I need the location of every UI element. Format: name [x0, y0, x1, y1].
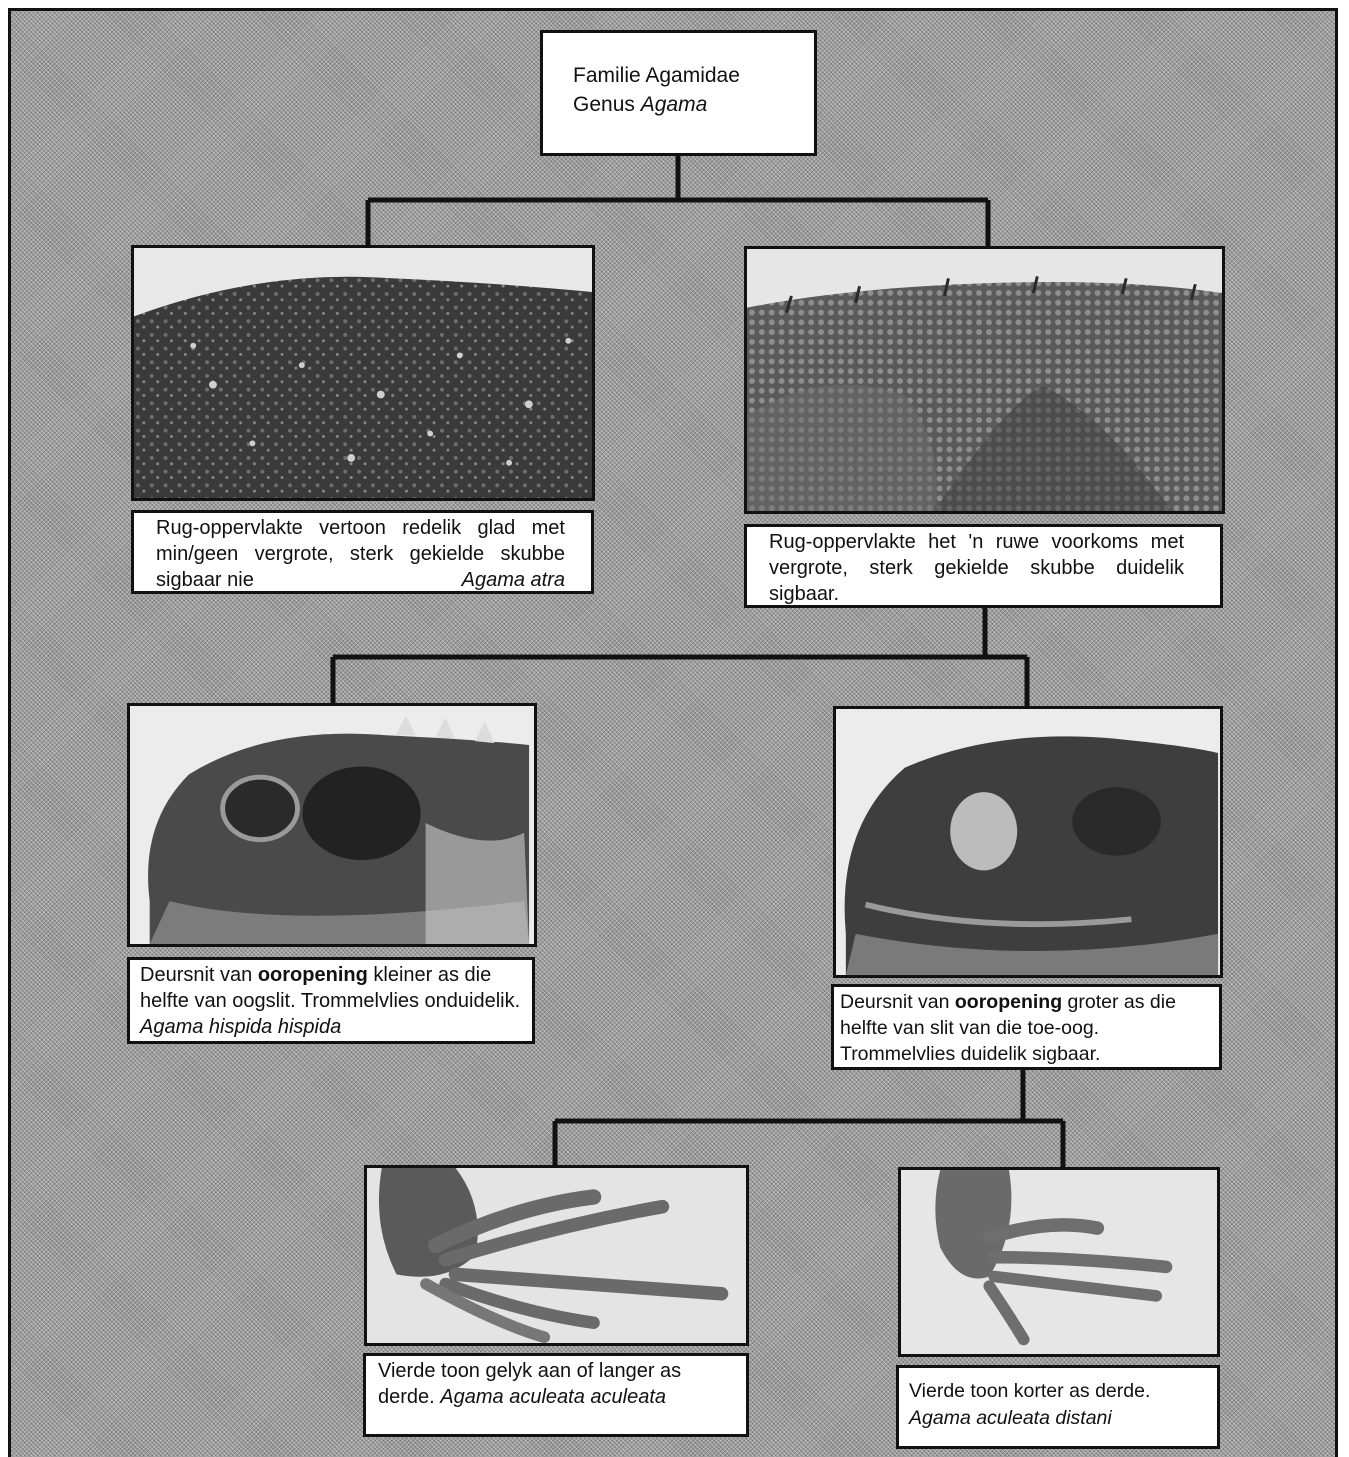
photo-foot-short-toe-image	[901, 1170, 1217, 1354]
root-taxon-box: Familie Agamidae Genus Agama	[540, 30, 817, 156]
caption-level1-left: Rug-oppervlakte vertoon redelik glad met…	[131, 510, 594, 594]
term-ooropening-right: ooropening	[955, 991, 1062, 1013]
long-fourth-toe-foot-photo	[364, 1165, 749, 1346]
rough-dorsal-scales-photo	[744, 246, 1225, 514]
caption-level2-right-pre: Deursnit van	[840, 991, 955, 1013]
photo-smooth-back-image	[134, 248, 592, 498]
genus-prefix: Genus	[573, 93, 641, 116]
caption-level1-right-text: Rug-oppervlakte het 'n ruwe voorkoms met…	[769, 531, 1184, 605]
caption-level1-right: Rug-oppervlakte het 'n ruwe voorkoms met…	[744, 524, 1223, 608]
photo-rough-back-image	[747, 249, 1222, 511]
caption-level3-left: Vierde toon gelyk aan of langer as derde…	[363, 1353, 749, 1437]
family-label: Familie Agamidae	[573, 61, 784, 90]
smooth-dorsal-scales-photo	[131, 245, 595, 501]
caption-level3-right: Vierde toon korter as derde. Agama acule…	[896, 1365, 1220, 1449]
photo-head-large-ear-image	[836, 709, 1220, 975]
genus-name: Agama	[641, 93, 708, 116]
caption-level2-left: Deursnit van ooropening kleiner as die h…	[127, 957, 535, 1044]
photo-foot-long-toe-image	[367, 1168, 746, 1343]
species-agama-hispida-hispida: Agama hispida hispida	[140, 1016, 341, 1038]
species-agama-atra: Agama atra	[462, 567, 565, 593]
small-ear-opening-head-photo	[127, 703, 537, 947]
short-fourth-toe-foot-photo	[898, 1167, 1220, 1357]
species-agama-aculeata-aculeata: Agama aculeata aculeata	[440, 1386, 666, 1408]
caption-level2-left-pre: Deursnit van	[140, 964, 258, 986]
genus-label: Genus Agama	[573, 90, 784, 119]
caption-level3-right-text: Vierde toon korter as derde.	[909, 1380, 1150, 1402]
term-ooropening-left: ooropening	[258, 964, 368, 986]
photo-head-small-ear-image	[130, 706, 534, 944]
caption-level2-right: Deursnit van ooropening groter as die he…	[831, 984, 1222, 1070]
species-agama-aculeata-distani: Agama aculeata distani	[909, 1407, 1112, 1429]
large-ear-opening-head-photo	[833, 706, 1223, 978]
